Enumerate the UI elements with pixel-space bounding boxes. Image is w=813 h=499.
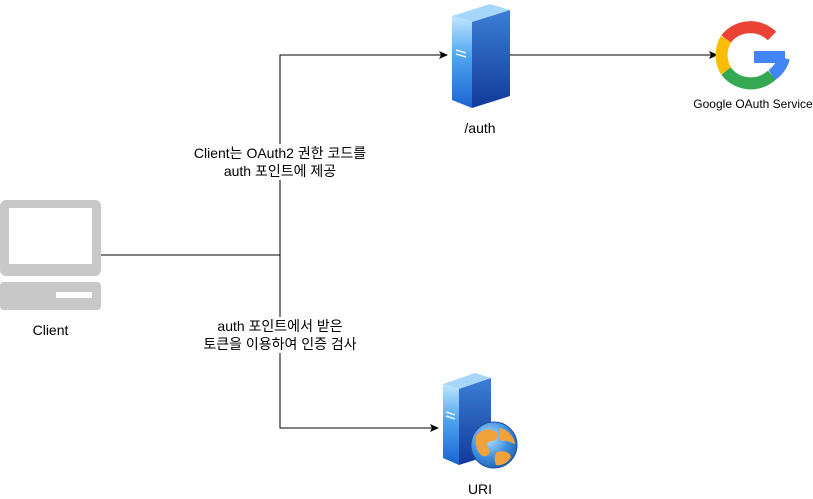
edge-label-client-to-auth-line1: Client는 OAuth2 권한 코드를: [193, 145, 367, 161]
auth-server-label: /auth: [464, 120, 496, 136]
edge-label-client-to-uri-line1: auth 포인트에서 받은: [217, 318, 343, 334]
edge-label-client-to-uri-line2: 토큰을 이용하여 인증 검사: [203, 336, 357, 352]
edge-label-client-to-uri: auth 포인트에서 받은 토큰을 이용하여 인증 검사: [196, 317, 364, 353]
auth-server-icon: [452, 4, 510, 108]
google-service-label: Google OAuth Service: [693, 97, 813, 111]
edge-label-client-to-auth-line2: auth 포인트에 제공: [223, 163, 337, 179]
google-logo-icon: [715, 21, 790, 90]
edge-client-to-uri: [279, 255, 439, 432]
uri-server-label: URI: [467, 481, 493, 497]
edge-label-client-to-auth: Client는 OAuth2 권한 코드를 auth 포인트에 제공: [186, 144, 374, 180]
globe-icon: [470, 421, 518, 469]
client-computer-icon: [0, 200, 101, 310]
client-label: Client: [32, 322, 69, 338]
